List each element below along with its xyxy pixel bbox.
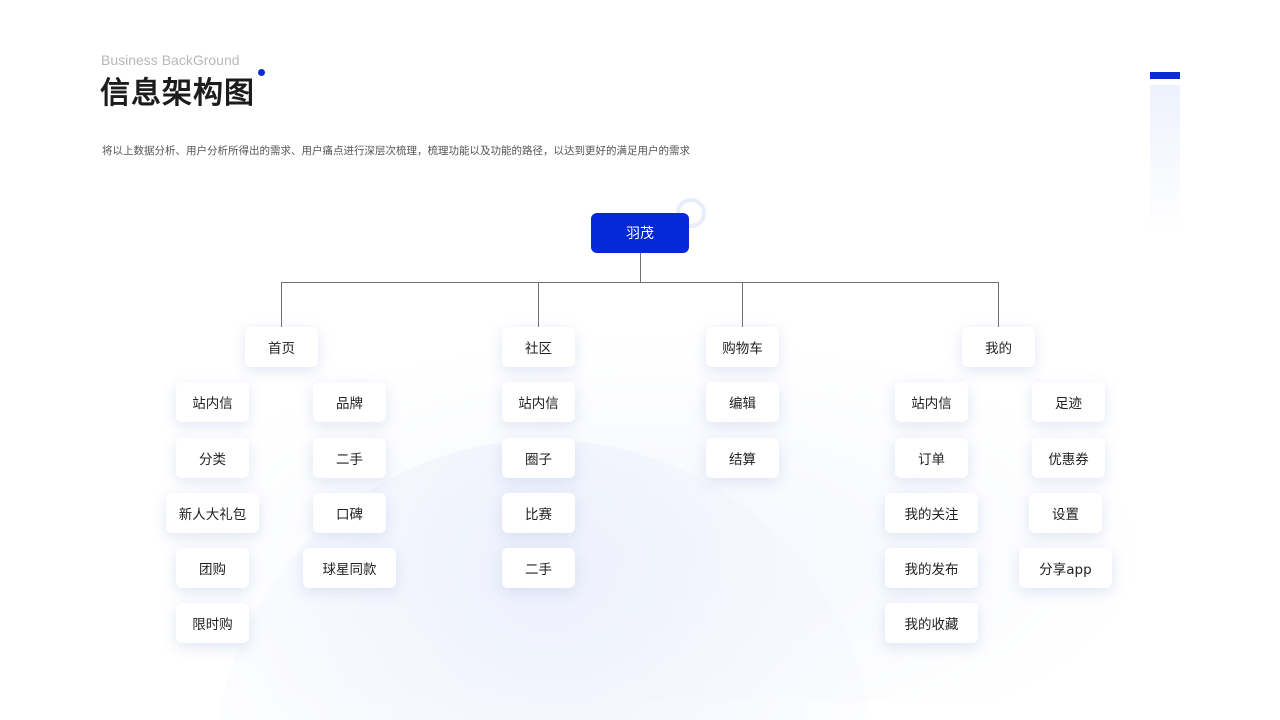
- leaf-node[interactable]: 优惠券: [1032, 438, 1105, 478]
- leaf-node[interactable]: 结算: [706, 438, 779, 478]
- connector-branch-1: [281, 282, 282, 327]
- branch-node-cart[interactable]: 购物车: [706, 327, 779, 367]
- branch-node-community[interactable]: 社区: [502, 327, 575, 367]
- leaf-node[interactable]: 团购: [176, 548, 249, 588]
- page-title: 信息架构图: [100, 76, 255, 111]
- accent-bar-fade: [1150, 85, 1180, 235]
- leaf-node[interactable]: 站内信: [895, 382, 968, 422]
- leaf-node[interactable]: 订单: [895, 438, 968, 478]
- leaf-node[interactable]: 足迹: [1032, 382, 1105, 422]
- leaf-node[interactable]: 新人大礼包: [166, 493, 259, 533]
- leaf-node[interactable]: 站内信: [176, 382, 249, 422]
- leaf-node[interactable]: 我的收藏: [885, 603, 978, 643]
- leaf-node[interactable]: 分类: [176, 438, 249, 478]
- page-description: 将以上数据分析、用户分析所得出的需求、用户痛点进行深层次梳理，梳理功能以及功能的…: [102, 145, 690, 157]
- title-dot-icon: [258, 69, 265, 76]
- connector-horizontal: [281, 282, 999, 283]
- leaf-node[interactable]: 我的发布: [885, 548, 978, 588]
- leaf-node[interactable]: 我的关注: [885, 493, 978, 533]
- leaf-node[interactable]: 限时购: [176, 603, 249, 643]
- connector-root-down: [640, 253, 641, 283]
- leaf-node[interactable]: 口碑: [313, 493, 386, 533]
- leaf-node[interactable]: 品牌: [313, 382, 386, 422]
- connector-branch-3: [742, 282, 743, 327]
- leaf-node[interactable]: 球星同款: [303, 548, 396, 588]
- leaf-node[interactable]: 圈子: [502, 438, 575, 478]
- leaf-node[interactable]: 二手: [313, 438, 386, 478]
- leaf-node[interactable]: 站内信: [502, 382, 575, 422]
- leaf-node[interactable]: 设置: [1029, 493, 1102, 533]
- leaf-node[interactable]: 编辑: [706, 382, 779, 422]
- leaf-node[interactable]: 二手: [502, 548, 575, 588]
- connector-branch-2: [538, 282, 539, 327]
- root-node[interactable]: 羽茂: [591, 213, 689, 253]
- connector-branch-4: [998, 282, 999, 327]
- leaf-node[interactable]: 比赛: [502, 493, 575, 533]
- leaf-node[interactable]: 分享app: [1019, 548, 1112, 588]
- subtitle-english: Business BackGround: [101, 52, 240, 68]
- accent-bar: [1150, 72, 1180, 79]
- branch-node-mine[interactable]: 我的: [962, 327, 1035, 367]
- branch-node-home[interactable]: 首页: [245, 327, 318, 367]
